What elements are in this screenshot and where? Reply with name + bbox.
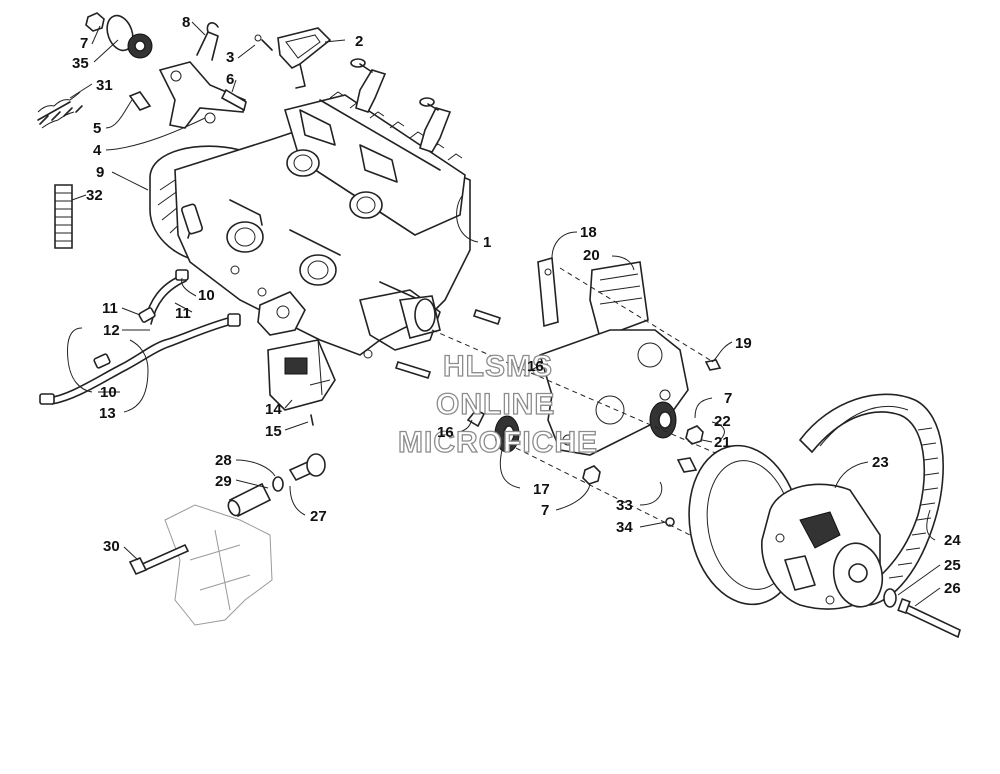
watermark-line-3: MICROFICHE (398, 426, 598, 459)
callout-16: 16 (527, 358, 544, 375)
callout-5: 5 (93, 120, 101, 137)
drive-clutch-assembly (688, 393, 961, 639)
callout-21: 21 (714, 434, 731, 451)
watermark-line-1: HLSMS (443, 350, 553, 383)
callout-4: 4 (93, 142, 102, 159)
callout-25: 25 (944, 557, 961, 574)
callout-2: 2 (355, 33, 363, 50)
callout-1: 1 (483, 234, 491, 251)
callout-26: 26 (944, 580, 961, 597)
callout-3: 3 (226, 49, 234, 66)
callout-32: 32 (86, 187, 103, 204)
watermark-line-2: ONLINE (436, 388, 555, 421)
clutch-mount-plate (394, 256, 722, 541)
callout-27: 27 (310, 508, 327, 525)
callout-7: 7 (724, 390, 732, 407)
callout-16: 16 (437, 424, 454, 441)
lower-mount-parts (128, 453, 326, 626)
callout-35: 35 (72, 55, 89, 72)
callout-9: 9 (96, 164, 104, 181)
leader-lines (67, 21, 941, 607)
callout-33: 33 (616, 497, 633, 514)
callout-22: 22 (714, 413, 731, 430)
callout-labels: 7 35 31 8 3 2 6 5 4 9 32 1 18 20 19 10 1… (72, 14, 961, 597)
callout-10: 10 (198, 287, 215, 304)
callout-30: 30 (103, 538, 120, 555)
callout-7: 7 (80, 35, 88, 52)
callout-10: 10 (100, 384, 117, 401)
watermark: HLSMS ONLINE MICROFICHE (397, 349, 598, 459)
callout-11: 11 (102, 300, 118, 317)
callout-6: 6 (226, 71, 234, 88)
callout-23: 23 (872, 454, 889, 471)
callout-24: 24 (944, 532, 961, 549)
callout-17: 17 (533, 481, 550, 498)
upper-bracket-parts (37, 12, 332, 249)
callout-19: 19 (735, 335, 752, 352)
callout-28: 28 (215, 452, 232, 469)
callout-13: 13 (99, 405, 116, 422)
engine-assembly (149, 58, 471, 359)
callout-12: 12 (103, 322, 120, 339)
callout-31: 31 (96, 77, 113, 94)
callout-11: 11 (175, 305, 191, 322)
callout-7: 7 (541, 502, 549, 519)
callout-14: 14 (265, 401, 282, 418)
fuel-system-parts (39, 269, 336, 426)
callout-8: 8 (182, 14, 190, 31)
callout-34: 34 (616, 519, 633, 536)
callout-29: 29 (215, 473, 232, 490)
callout-20: 20 (583, 247, 600, 264)
callout-18: 18 (580, 224, 597, 241)
callout-15: 15 (265, 423, 282, 440)
